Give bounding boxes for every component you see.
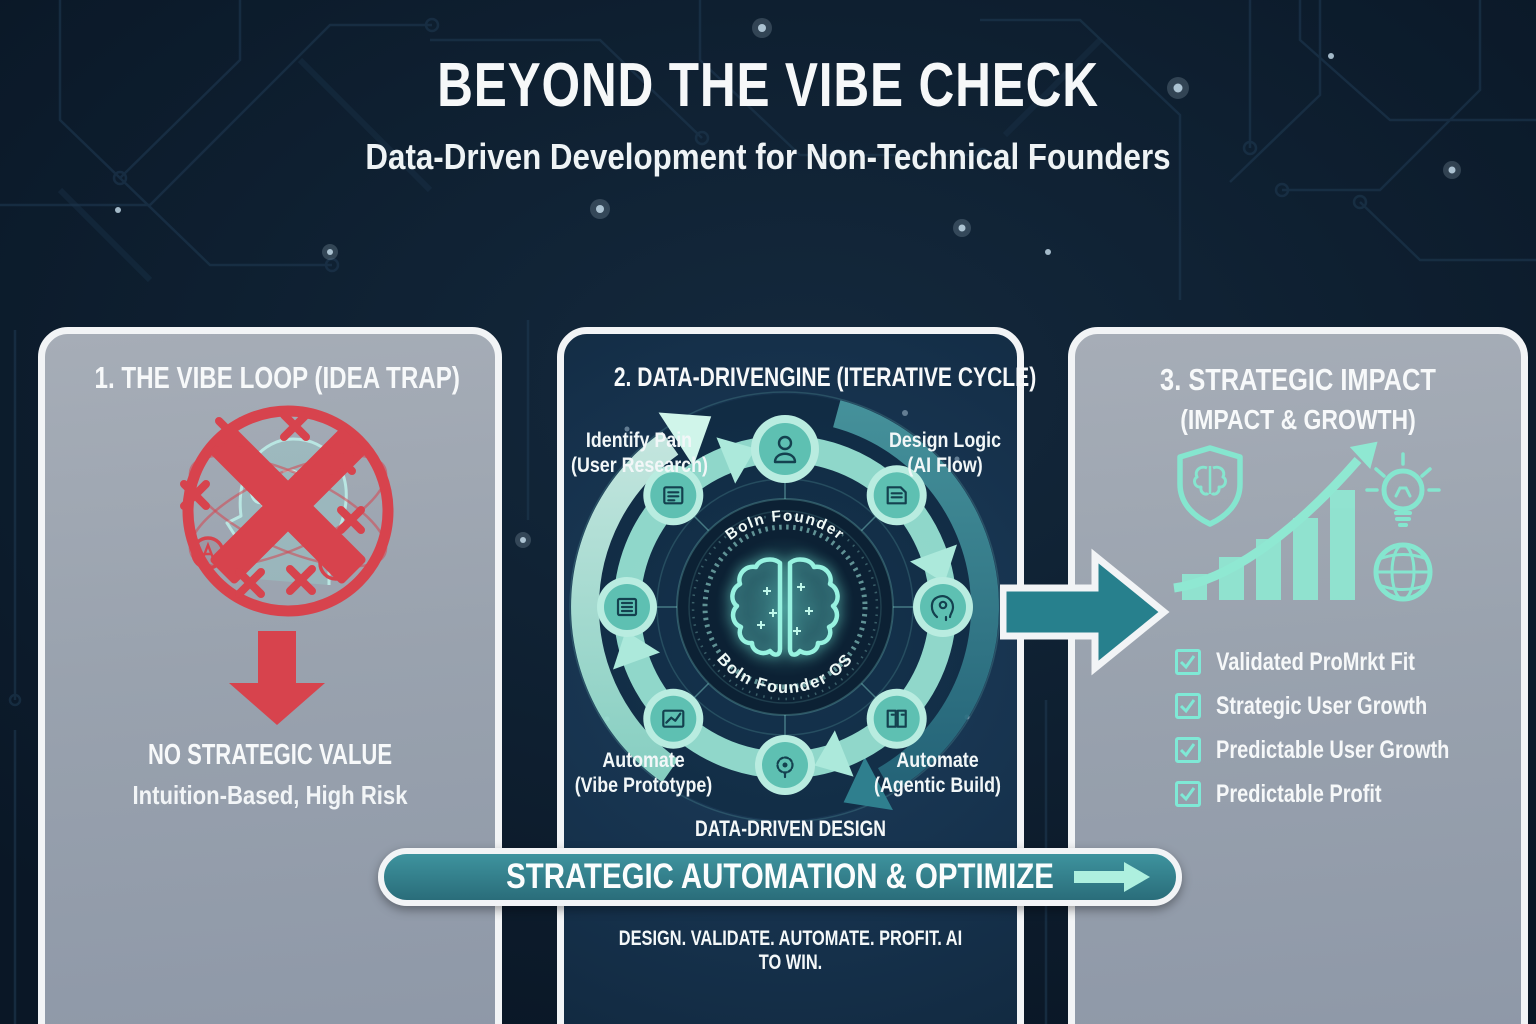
checklist-item: Predictable Profit	[1175, 778, 1423, 810]
checklist-item: Validated ProMrkt Fit	[1175, 646, 1465, 678]
research-node-icon	[643, 465, 704, 526]
step-label-design-logic: Design Logic (AI Flow)	[888, 429, 1002, 478]
checklist-item: Strategic User Growth	[1175, 690, 1480, 722]
user-node-icon	[751, 415, 819, 483]
step-label-identify-pain: Identify Pain (User Research)	[571, 429, 708, 478]
globe-icon	[1373, 542, 1433, 602]
panel3-subtitle: (IMPACT & GROWTH)	[1180, 404, 1416, 435]
panel2-title: 2. DATA-DRIVENGINE (ITERATIVE CYCLE)	[613, 362, 1037, 392]
crossed-idea-icon	[180, 405, 394, 725]
chart-node-icon	[643, 688, 704, 749]
ai-head-node-icon	[913, 577, 973, 637]
checkbox-check-icon	[1175, 737, 1201, 763]
shield-brain-icon	[1177, 445, 1243, 527]
page-subtitle: Data-Driven Development for Non-Technica…	[365, 136, 1171, 177]
growth-chart-icon	[1173, 441, 1378, 600]
big-x-icon	[210, 428, 366, 584]
automation-banner: STRATEGIC AUTOMATION & OPTIMIZE	[378, 848, 1182, 906]
glow-dots	[115, 18, 1461, 883]
iterative-cycle-diagram: Boln Founder Boln Founder OS	[569, 391, 1001, 823]
panel2-motto: DESIGN. VALIDATE. AUTOMATE. PROFIT. AI T…	[618, 927, 963, 974]
panel1-result-subtitle: Intuition-Based, High Risk	[132, 780, 408, 810]
page-title: BEYOND THE VIBE CHECK	[437, 51, 1099, 120]
panel-data-engine: 2. DATA-DRIVENGINE (ITERATIVE CYCLE)	[557, 327, 1037, 1024]
hub-spokes	[657, 479, 913, 735]
banner-arrow-icon	[1074, 862, 1150, 892]
panel1-result-title: NO STRATEGIC VALUE	[147, 739, 393, 771]
panel-strategic-impact: 3. STRATEGIC IMPACT (IMPACT & GROWTH)	[1068, 327, 1528, 1024]
panel2-caption: DATA-DRIVEN DESIGN	[695, 816, 886, 841]
outer-cycle-arrow-right	[833, 400, 999, 811]
down-arrow-icon	[229, 631, 325, 725]
ring-arrowheads	[613, 437, 957, 777]
checkbox-check-icon	[1175, 781, 1201, 807]
panel1-title: 1. THE VIBE LOOP (IDEA TRAP)	[94, 360, 460, 395]
checkbox-check-icon	[1175, 693, 1201, 719]
outer-cycle-arrow-left	[571, 412, 712, 783]
flow-arrow-icon	[1000, 548, 1170, 676]
step-label-automate-vibe: Automate (Vibe Prototype)	[574, 749, 713, 798]
target-node-icon	[755, 735, 815, 795]
checklist-item: Predictable User Growth	[1175, 734, 1508, 766]
books-node-icon	[866, 688, 927, 749]
banner-label: STRATEGIC AUTOMATION & OPTIMIZE	[506, 857, 1054, 896]
brain-sparkles	[757, 583, 813, 635]
document-node-icon	[866, 465, 927, 526]
prohibition-ring	[182, 405, 394, 617]
step-label-automate-agentic: Automate (Agentic Build)	[874, 749, 1001, 798]
small-x-marks	[180, 411, 365, 598]
panel3-title: 3. STRATEGIC IMPACT	[1160, 362, 1436, 397]
lightbulb-icon	[1365, 452, 1441, 527]
checkbox-check-icon	[1175, 649, 1201, 675]
brain-hub-icon: Boln Founder Boln Founder OS	[676, 498, 894, 716]
impact-icons	[1173, 441, 1441, 602]
list-node-icon	[597, 577, 657, 637]
cycle-nodes	[597, 415, 973, 795]
panel-vibe-loop: 1. THE VIBE LOOP (IDEA TRAP)	[38, 327, 502, 1024]
